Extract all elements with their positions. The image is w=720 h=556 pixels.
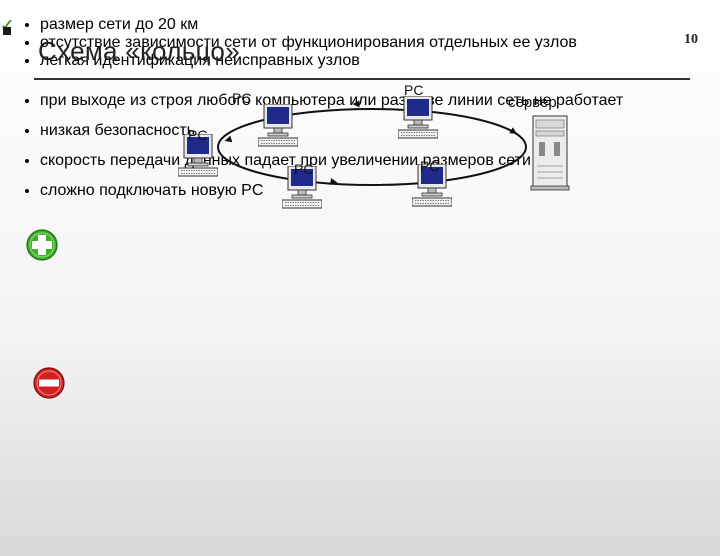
ring-arrow-left — [228, 135, 244, 140]
ring-network-diagram: PC PC PC PC PC сервер — [0, 16, 720, 216]
server-icon — [531, 116, 569, 190]
ring-arrow-top — [356, 103, 396, 104]
minus-icon — [33, 367, 65, 399]
pc-label: PC — [420, 158, 439, 174]
pc-icon — [258, 104, 298, 146]
pc-icon — [398, 96, 438, 138]
plus-icon — [26, 229, 58, 261]
pc-label: PC — [232, 90, 251, 106]
server-label: сервер — [508, 94, 557, 111]
pc-label: PC — [188, 127, 207, 143]
pc-label: PC — [294, 161, 313, 177]
square-bullet-icon — [3, 27, 11, 35]
pc-label: PC — [404, 82, 423, 98]
